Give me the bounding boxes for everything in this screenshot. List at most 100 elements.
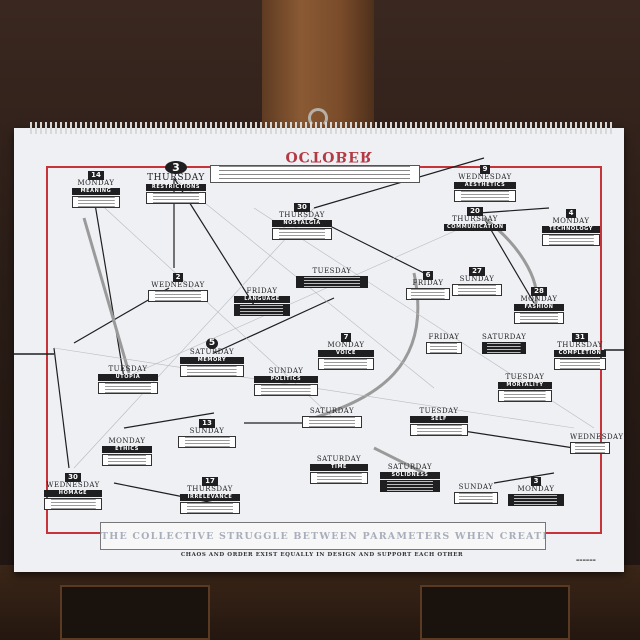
node-day: THURSDAY <box>147 173 205 183</box>
node-number: 20 <box>467 207 483 216</box>
node-day: SUNDAY <box>189 427 225 435</box>
node-day: MONDAY <box>108 437 146 445</box>
node-topic: VOICE <box>318 350 374 357</box>
node-topic: ETHICS <box>102 446 152 453</box>
node-text-block <box>178 436 236 448</box>
node-tuesday-utopia: TUESDAY UTOPIA <box>98 366 158 394</box>
poster-footer-title: THE COLLECTIVE STRUGGLE BETWEEN PARAMETE… <box>100 522 546 550</box>
node-number: 9 <box>479 165 491 174</box>
node-topic: NOSTALGIA <box>272 220 332 227</box>
node-wednesday-right: WEDNESDAY <box>570 433 624 454</box>
node-day: WEDNESDAY <box>570 433 624 441</box>
node-text-block <box>180 502 240 514</box>
poster-header-text-block <box>210 165 420 183</box>
node-day: SATURDAY <box>387 463 433 471</box>
node-saturday-solidness: SATURDAY SOLIDNESS <box>380 464 440 492</box>
node-text-block <box>44 498 102 510</box>
node-day-3-monday: 3 MONDAY <box>508 470 564 506</box>
node-text-block <box>272 228 332 240</box>
node-sunday-politics: SUNDAY POLITICS <box>254 368 318 396</box>
node-day: FRIDAY <box>412 279 444 287</box>
node-day: MONDAY <box>327 341 365 349</box>
node-text-block <box>482 342 526 354</box>
poster-footer-subtitle: CHAOS AND ORDER EXIST EQUALLY IN DESIGN … <box>180 552 464 558</box>
node-number: 27 <box>469 267 485 276</box>
node-text-block <box>102 454 152 466</box>
node-topic: IRRELEVANCE <box>180 494 240 501</box>
poster-credit-text: ▬▬▬▬▬▬ <box>576 558 596 562</box>
node-saturday-time: SATURDAY TIME <box>310 456 368 484</box>
node-topic: HOMAGE <box>44 490 102 497</box>
node-day: TUESDAY <box>312 267 352 275</box>
node-day: THURSDAY <box>557 341 603 349</box>
node-text-block <box>452 284 502 296</box>
node-text-block <box>146 192 206 204</box>
node-topic: SELF <box>410 416 468 423</box>
poster-mirrored-title: OCTOBER <box>285 148 373 164</box>
node-text-block <box>380 480 440 492</box>
node-text-block <box>554 358 606 370</box>
node-day-17: 17 THURSDAY IRRELEVANCE <box>180 470 240 514</box>
node-day-7: 7 MONDAY VOICE <box>318 326 374 370</box>
node-topic: SOLIDNESS <box>380 472 440 479</box>
node-saturday: SATURDAY <box>482 334 526 354</box>
node-topic: MORTALITY <box>498 382 552 389</box>
node-day: MONDAY <box>552 217 590 225</box>
node-day: WEDNESDAY <box>458 173 512 181</box>
node-number: 14 <box>88 171 104 180</box>
node-day: THURSDAY <box>187 485 233 493</box>
node-day: THURSDAY <box>279 211 325 219</box>
node-day: THURSDAY <box>452 215 498 223</box>
node-day-3: 3 THURSDAY RESTRICTIONS <box>146 158 206 204</box>
node-text-block <box>310 472 368 484</box>
node-friday: FRIDAY <box>426 334 462 354</box>
node-saturday-2: SATURDAY <box>302 408 362 428</box>
node-topic: TECHNOLOGY <box>542 226 600 233</box>
node-text-block <box>508 494 564 506</box>
node-text-block <box>410 424 468 436</box>
node-topic: MEMORY <box>180 357 244 364</box>
node-day: SATURDAY <box>482 333 527 341</box>
node-number: 7 <box>340 333 352 342</box>
node-wednesday-homage: 30 WEDNESDAY HOMAGE <box>44 466 102 510</box>
node-topic: UTOPIA <box>98 374 158 381</box>
shelf-cabinet <box>60 585 210 640</box>
node-text-block <box>406 288 450 300</box>
node-sunday-low: SUNDAY <box>454 484 498 504</box>
node-day-9: 9 WEDNESDAY AESTHETICS <box>454 158 516 202</box>
node-text-block <box>302 416 362 428</box>
node-text-block <box>426 342 462 354</box>
node-day-2: 2 WEDNESDAY <box>148 266 208 302</box>
node-tuesday-mortality: TUESDAY MORTALITY <box>498 374 552 402</box>
node-number: 13 <box>199 419 215 428</box>
node-topic: FASHION <box>514 304 564 311</box>
node-topic: AESTHETICS <box>454 182 516 189</box>
node-day-31: 31 THURSDAY COMPLETION <box>554 326 606 370</box>
node-day: SATURDAY <box>189 348 235 356</box>
node-topic: MEANING <box>72 188 120 195</box>
node-topic: POLITICS <box>254 376 318 383</box>
node-day-20: 20 THURSDAY COMMUNICATION <box>444 200 506 231</box>
node-day: MONDAY <box>517 485 555 493</box>
node-day: SUNDAY <box>268 367 304 375</box>
node-text-block <box>254 384 318 396</box>
node-text-block <box>542 234 600 246</box>
node-friday-language: FRIDAY LANGUAGE <box>234 288 290 316</box>
node-day: MONDAY <box>77 179 115 187</box>
node-text-block <box>234 304 290 316</box>
node-day: FRIDAY <box>428 333 460 341</box>
node-number: 3 <box>530 477 542 486</box>
shelf-cabinet <box>420 585 570 640</box>
node-day: SATURDAY <box>316 455 362 463</box>
node-topic: TIME <box>310 464 368 471</box>
node-day: TUESDAY <box>419 407 459 415</box>
node-number: 28 <box>531 287 547 296</box>
node-day-5: 5 SATURDAY MEMORY <box>180 332 244 377</box>
node-topic: RESTRICTIONS <box>146 184 206 191</box>
node-number: 30 <box>294 203 310 212</box>
node-number: 6 <box>422 271 434 280</box>
node-number: 4 <box>565 209 577 218</box>
node-number: 17 <box>202 477 218 486</box>
node-number: 30 <box>65 473 81 482</box>
calendar-poster: OCTOBER 14 MONDAY MEANING 3 THURSDAY RES… <box>14 128 624 572</box>
